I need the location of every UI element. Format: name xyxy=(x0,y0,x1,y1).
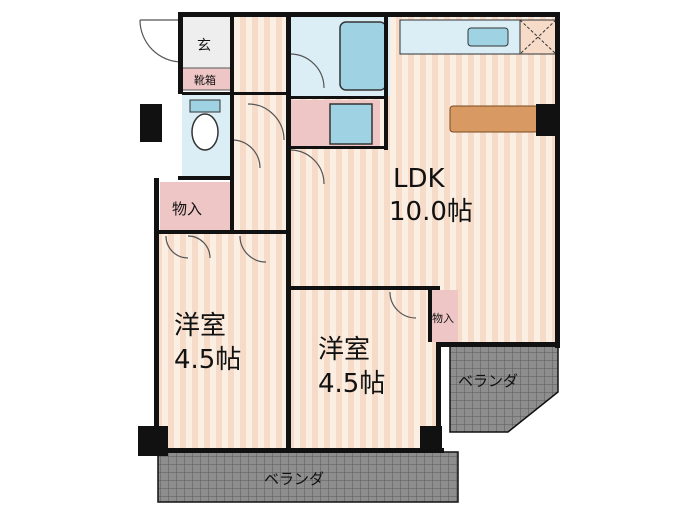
hall-storage xyxy=(160,182,232,232)
hall-floor xyxy=(233,16,288,230)
walls xyxy=(138,12,560,456)
bathtub-icon xyxy=(339,21,387,91)
sink-icon xyxy=(467,27,509,47)
door-arcs xyxy=(139,19,417,319)
veranda-bottom-label: ベランダ xyxy=(264,470,324,488)
counter-icon xyxy=(449,105,539,133)
ldk-name-label: LDK xyxy=(393,164,446,194)
veranda-right-label: ベランダ xyxy=(458,372,518,390)
toilet-bowl-icon xyxy=(191,113,219,151)
ldk-size-label: 10.0帖 xyxy=(389,197,473,227)
kutsubako-label: 靴箱 xyxy=(194,73,216,87)
genkan-area xyxy=(182,16,232,68)
washing-machine-icon xyxy=(329,103,373,145)
refrigerator-cross-icon xyxy=(519,19,557,55)
small-storage-label: 物入 xyxy=(432,311,454,325)
toilet-tank xyxy=(189,99,221,113)
hall-storage-label: 物入 xyxy=(172,200,202,218)
bedroom-left-size-label: 4.5帖 xyxy=(174,345,241,375)
bedroom-center-size-label: 4.5帖 xyxy=(318,369,385,399)
small-storage xyxy=(428,290,458,342)
veranda-bottom xyxy=(157,451,459,503)
ldk-floor-lower xyxy=(440,286,558,346)
bedroom-left-floor xyxy=(158,234,288,452)
bedroom-left-name-label: 洋室 xyxy=(174,311,226,341)
bedroom-center-name-label: 洋室 xyxy=(318,335,370,365)
genkan-label: 玄 xyxy=(197,37,211,54)
bedroom-center-floor xyxy=(290,290,440,452)
